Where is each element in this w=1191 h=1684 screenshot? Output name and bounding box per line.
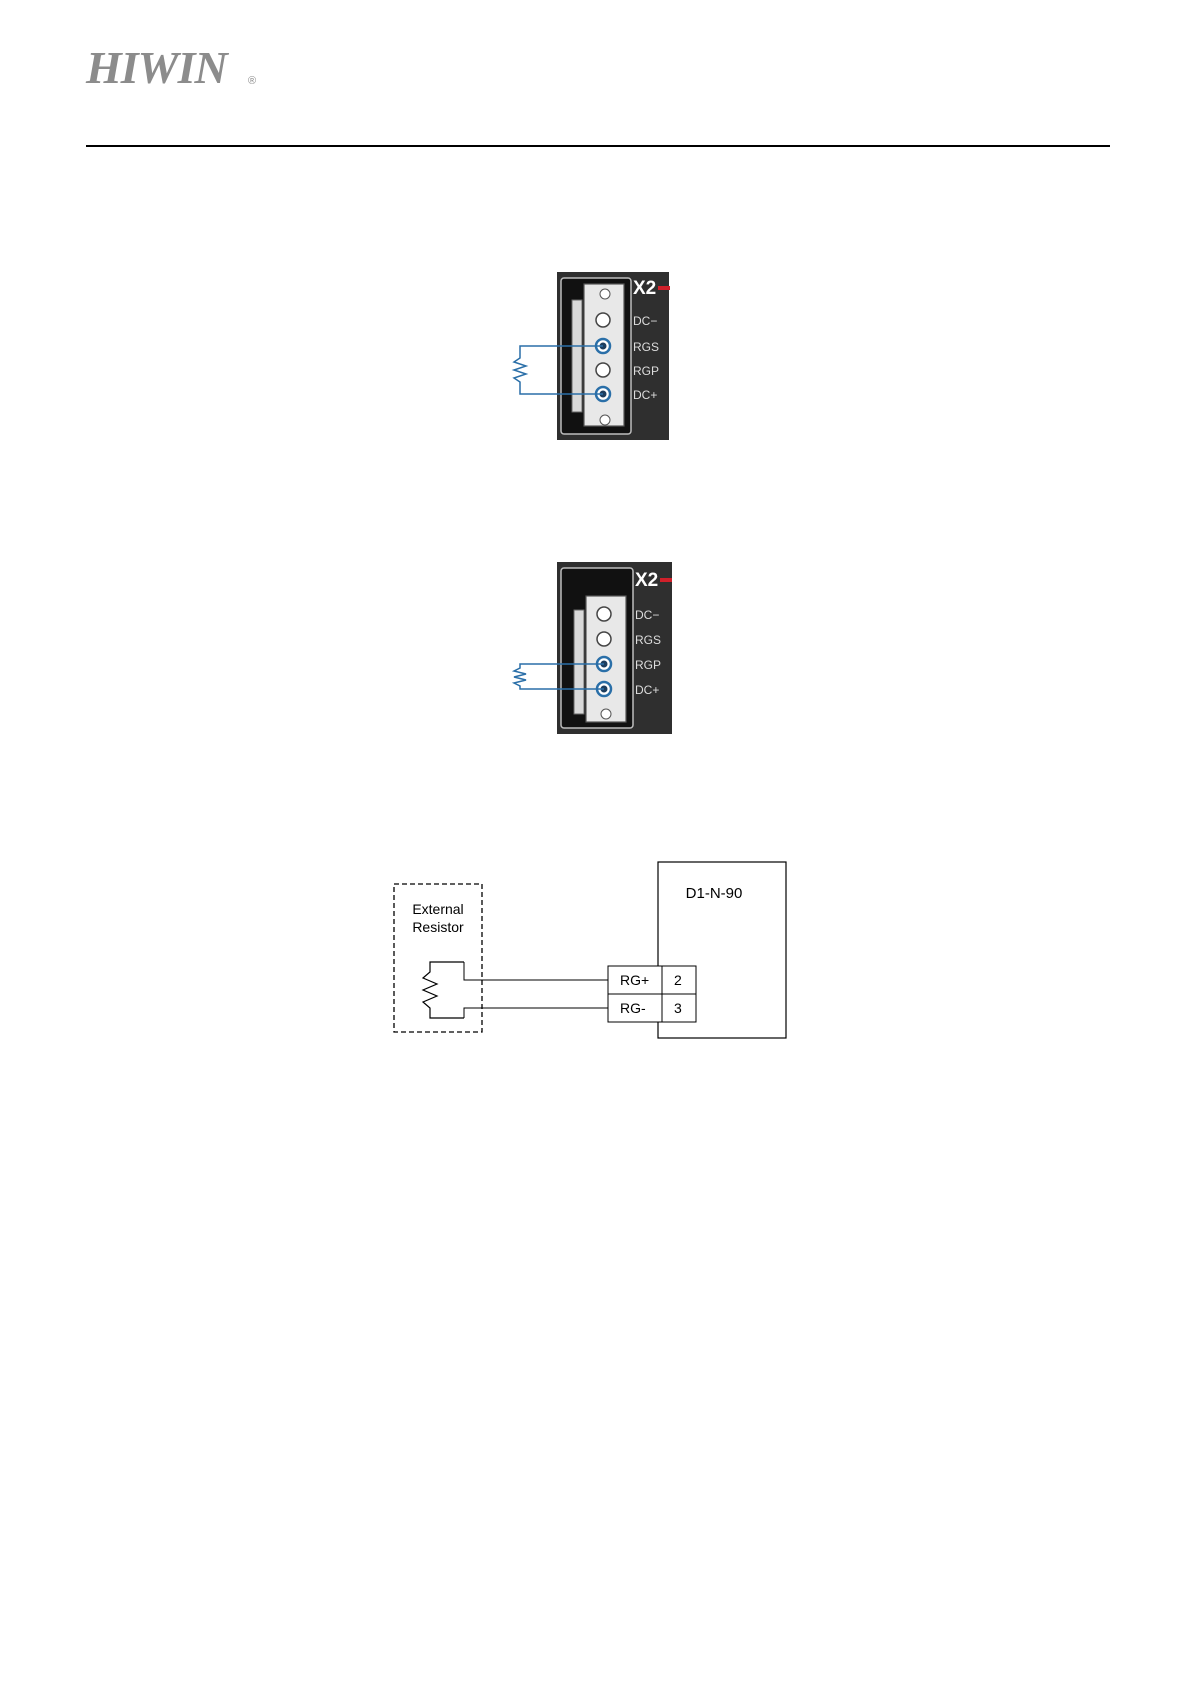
terminal-screw-bottom [600, 415, 610, 425]
terminal-screw-bottom [601, 709, 611, 719]
title-accent [660, 578, 672, 582]
registered-mark: ® [248, 75, 256, 87]
pin-dc-minus [596, 313, 610, 327]
pin-label-rgs: RGS [635, 633, 661, 647]
connector-figure-2: X2 DC− RGS RGP DC+ [500, 560, 680, 736]
pin-label-rgp: RGP [633, 364, 659, 378]
connector-title: X2 [635, 570, 658, 591]
terminal-rg-plus-pin: 2 [674, 972, 682, 988]
pin-label-rgs: RGS [633, 340, 659, 354]
title-accent [658, 286, 670, 290]
pin-rgp [596, 363, 610, 377]
pin-label-rgp: RGP [635, 658, 661, 672]
pin-rgs [597, 632, 611, 646]
brand-name: HIWIN [86, 42, 227, 93]
pin-label-dc-plus: DC+ [633, 388, 657, 402]
connector-figure-1: X2 DC− RGS RGP DC+ [500, 270, 680, 442]
regen-resistor-wiring-diagram: External Resistor D1-N-90 RG+ 2 RG- 3 [390, 858, 800, 1044]
terminal-clip [572, 300, 582, 412]
drive-label: D1-N-90 [686, 885, 743, 902]
connector-title: X2 [633, 278, 656, 299]
external-resistor-label-line2: Resistor [412, 919, 464, 935]
brand-logo: HIWIN ® [86, 44, 227, 92]
header-divider [86, 145, 1110, 147]
resistor-wire-bottom [464, 1008, 608, 1018]
terminal-screw-top [600, 289, 610, 299]
terminal-rg-plus-label: RG+ [620, 972, 649, 988]
resistor-wire-top [464, 962, 608, 980]
pin-dc-minus [597, 607, 611, 621]
pin-label-dc-minus: DC− [635, 608, 659, 622]
terminal-clip [574, 610, 584, 714]
terminal-rg-minus-label: RG- [620, 1000, 646, 1016]
terminal-block [584, 284, 624, 426]
pin-label-dc-plus: DC+ [635, 683, 659, 697]
external-resistor-label-line1: External [412, 901, 463, 917]
pin-label-dc-minus: DC− [633, 314, 657, 328]
terminal-rg-minus-pin: 3 [674, 1000, 682, 1016]
resistor-element [423, 962, 464, 1018]
